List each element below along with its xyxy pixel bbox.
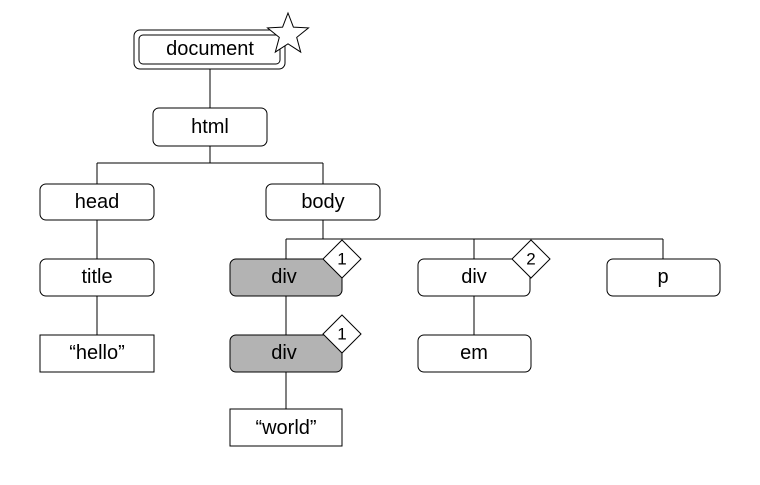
node-document[interactable]: document xyxy=(133,29,286,70)
node-body-label: body xyxy=(301,191,344,213)
node-div-1-label: div xyxy=(271,266,297,288)
badge-label: 2 xyxy=(526,250,535,269)
badge-label: 1 xyxy=(337,250,346,269)
node-div-2-label: div xyxy=(461,266,487,288)
node-html-label: html xyxy=(191,116,229,138)
node-title-label: title xyxy=(81,266,112,288)
node-text-world[interactable]: “world” xyxy=(229,408,343,447)
node-div-1[interactable]: div xyxy=(229,258,343,297)
badge-diamond-icon: 2 xyxy=(511,239,551,279)
node-text-world-label: “world” xyxy=(255,417,316,439)
node-head-label: head xyxy=(75,191,120,213)
node-em[interactable]: em xyxy=(417,334,532,373)
node-em-label: em xyxy=(460,342,488,364)
badge-label: 1 xyxy=(337,325,346,344)
node-document-label: document xyxy=(166,38,254,60)
node-text-hello[interactable]: “hello” xyxy=(39,334,155,373)
node-body[interactable]: body xyxy=(265,183,381,221)
tree-edges xyxy=(96,68,664,409)
node-div-nested[interactable]: div xyxy=(229,334,343,373)
badge-diamond-icon: 1 xyxy=(322,239,362,279)
node-head[interactable]: head xyxy=(39,183,155,221)
node-html[interactable]: html xyxy=(152,107,268,147)
node-p[interactable]: p xyxy=(606,258,721,297)
badge-diamond-icon: 1 xyxy=(322,314,362,354)
node-title[interactable]: title xyxy=(39,258,155,297)
node-p-label: p xyxy=(657,266,668,288)
star-icon xyxy=(266,11,310,54)
node-div-2[interactable]: div xyxy=(417,258,531,297)
node-text-hello-label: “hello” xyxy=(69,342,125,364)
node-div-nested-label: div xyxy=(271,342,297,364)
